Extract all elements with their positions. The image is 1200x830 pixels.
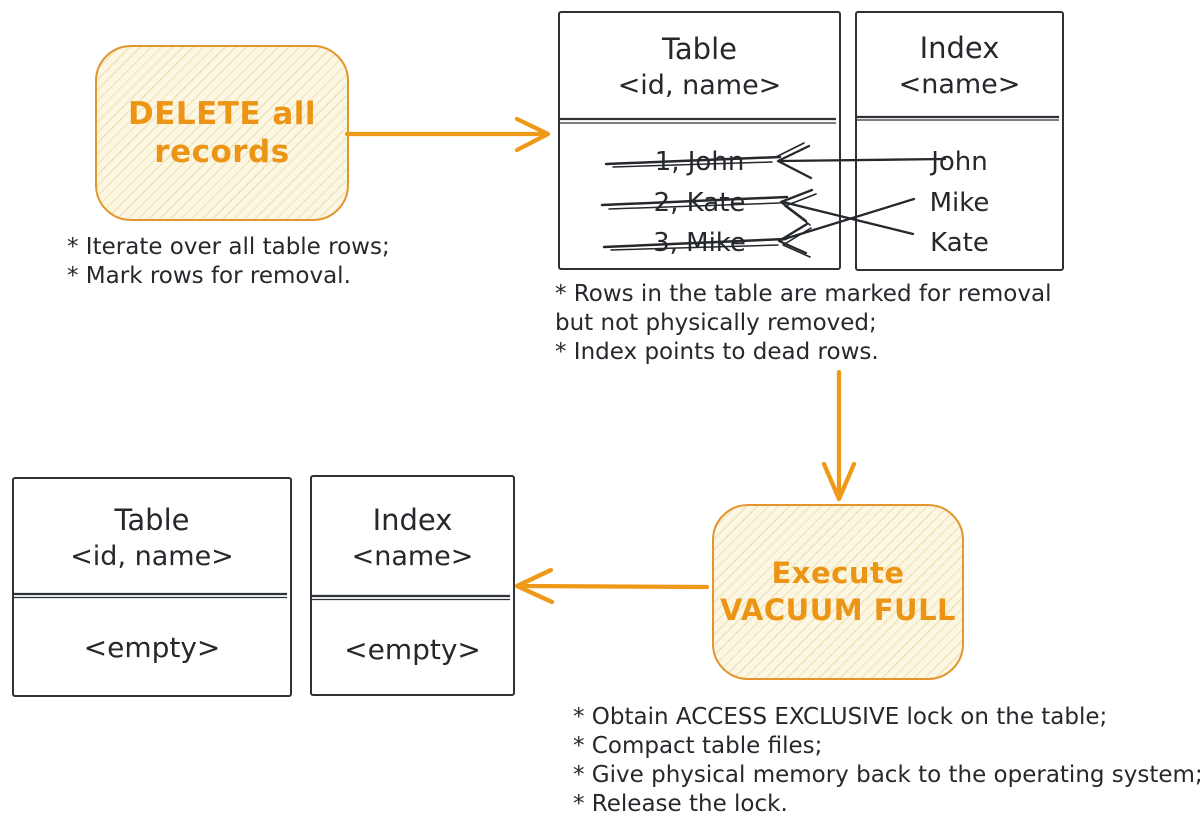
table-bottom-header: Table <id, name>: [14, 479, 290, 596]
table-top-header: Table <id, name>: [560, 13, 839, 121]
vacuum-full-node: Execute VACUUM FULL: [712, 504, 964, 680]
index-top-schema: <name>: [898, 69, 1021, 100]
index-bottom-box: Index <name> <empty>: [310, 475, 515, 696]
table-bottom-empty: <empty>: [83, 631, 221, 664]
index-top-title: Index: [919, 31, 1000, 65]
delete-records-label-line2: records: [154, 134, 290, 170]
marked-rows-notes: * Rows in the table are marked for remov…: [555, 280, 1051, 367]
marked-rows-note-line: but not physically removed;: [555, 310, 877, 336]
table-top-box: Table <id, name> 1, John 2, Kate 3, Mike: [558, 11, 841, 270]
arrow-delete-to-table: [344, 116, 551, 153]
table-bottom-schema: <id, name>: [70, 540, 234, 572]
index-bottom-header: Index <name>: [312, 477, 513, 598]
table-top-title: Table: [662, 32, 737, 66]
delete-records-node: DELETE all records: [95, 45, 349, 221]
vacuum-notes: * Obtain ACCESS EXCLUSIVE lock on the ta…: [573, 703, 1200, 819]
marked-rows-note-line: * Rows in the table are marked for remov…: [555, 281, 1052, 307]
table-top-schema: <id, name>: [617, 70, 782, 101]
index-row-mike: Mike: [929, 188, 990, 218]
index-row-kate: Kate: [930, 228, 989, 258]
delete-note-line: * Iterate over all table rows;: [67, 234, 390, 260]
index-top-header: Index <name>: [857, 13, 1062, 119]
vacuum-note-line: * Obtain ACCESS EXCLUSIVE lock on the ta…: [573, 704, 1108, 730]
arrow-vacuum-to-empty-tables: [514, 567, 710, 605]
vacuum-full-label-line1: Execute: [771, 556, 905, 590]
table-bottom-box: Table <id, name> <empty>: [12, 477, 292, 697]
table-row-1-john: 1, John: [654, 147, 745, 177]
table-bottom-title: Table: [114, 502, 190, 537]
marked-rows-note-line: * Index points to dead rows.: [555, 339, 879, 365]
arrow-notes-to-vacuum: [821, 369, 857, 502]
delete-records-label-line1: DELETE all: [127, 96, 317, 132]
index-row-john: John: [931, 147, 988, 177]
vacuum-note-line: * Give physical memory back to the opera…: [573, 762, 1200, 788]
delete-note-line: * Mark rows for removal.: [67, 263, 351, 289]
index-bottom-title: Index: [372, 502, 453, 537]
table-row-3-mike: 3, Mike: [653, 228, 746, 258]
vacuum-note-line: * Release the lock.: [573, 791, 788, 817]
index-bottom-schema: <name>: [351, 540, 474, 572]
delete-notes: * Iterate over all table rows; * Mark ro…: [67, 233, 390, 291]
vacuum-full-label-line2: VACUUM FULL: [719, 593, 957, 627]
table-row-2-kate: 2, Kate: [653, 188, 746, 218]
index-top-box: Index <name> John Mike Kate: [855, 11, 1064, 271]
index-bottom-empty: <empty>: [344, 633, 481, 666]
vacuum-note-line: * Compact table files;: [573, 733, 823, 759]
